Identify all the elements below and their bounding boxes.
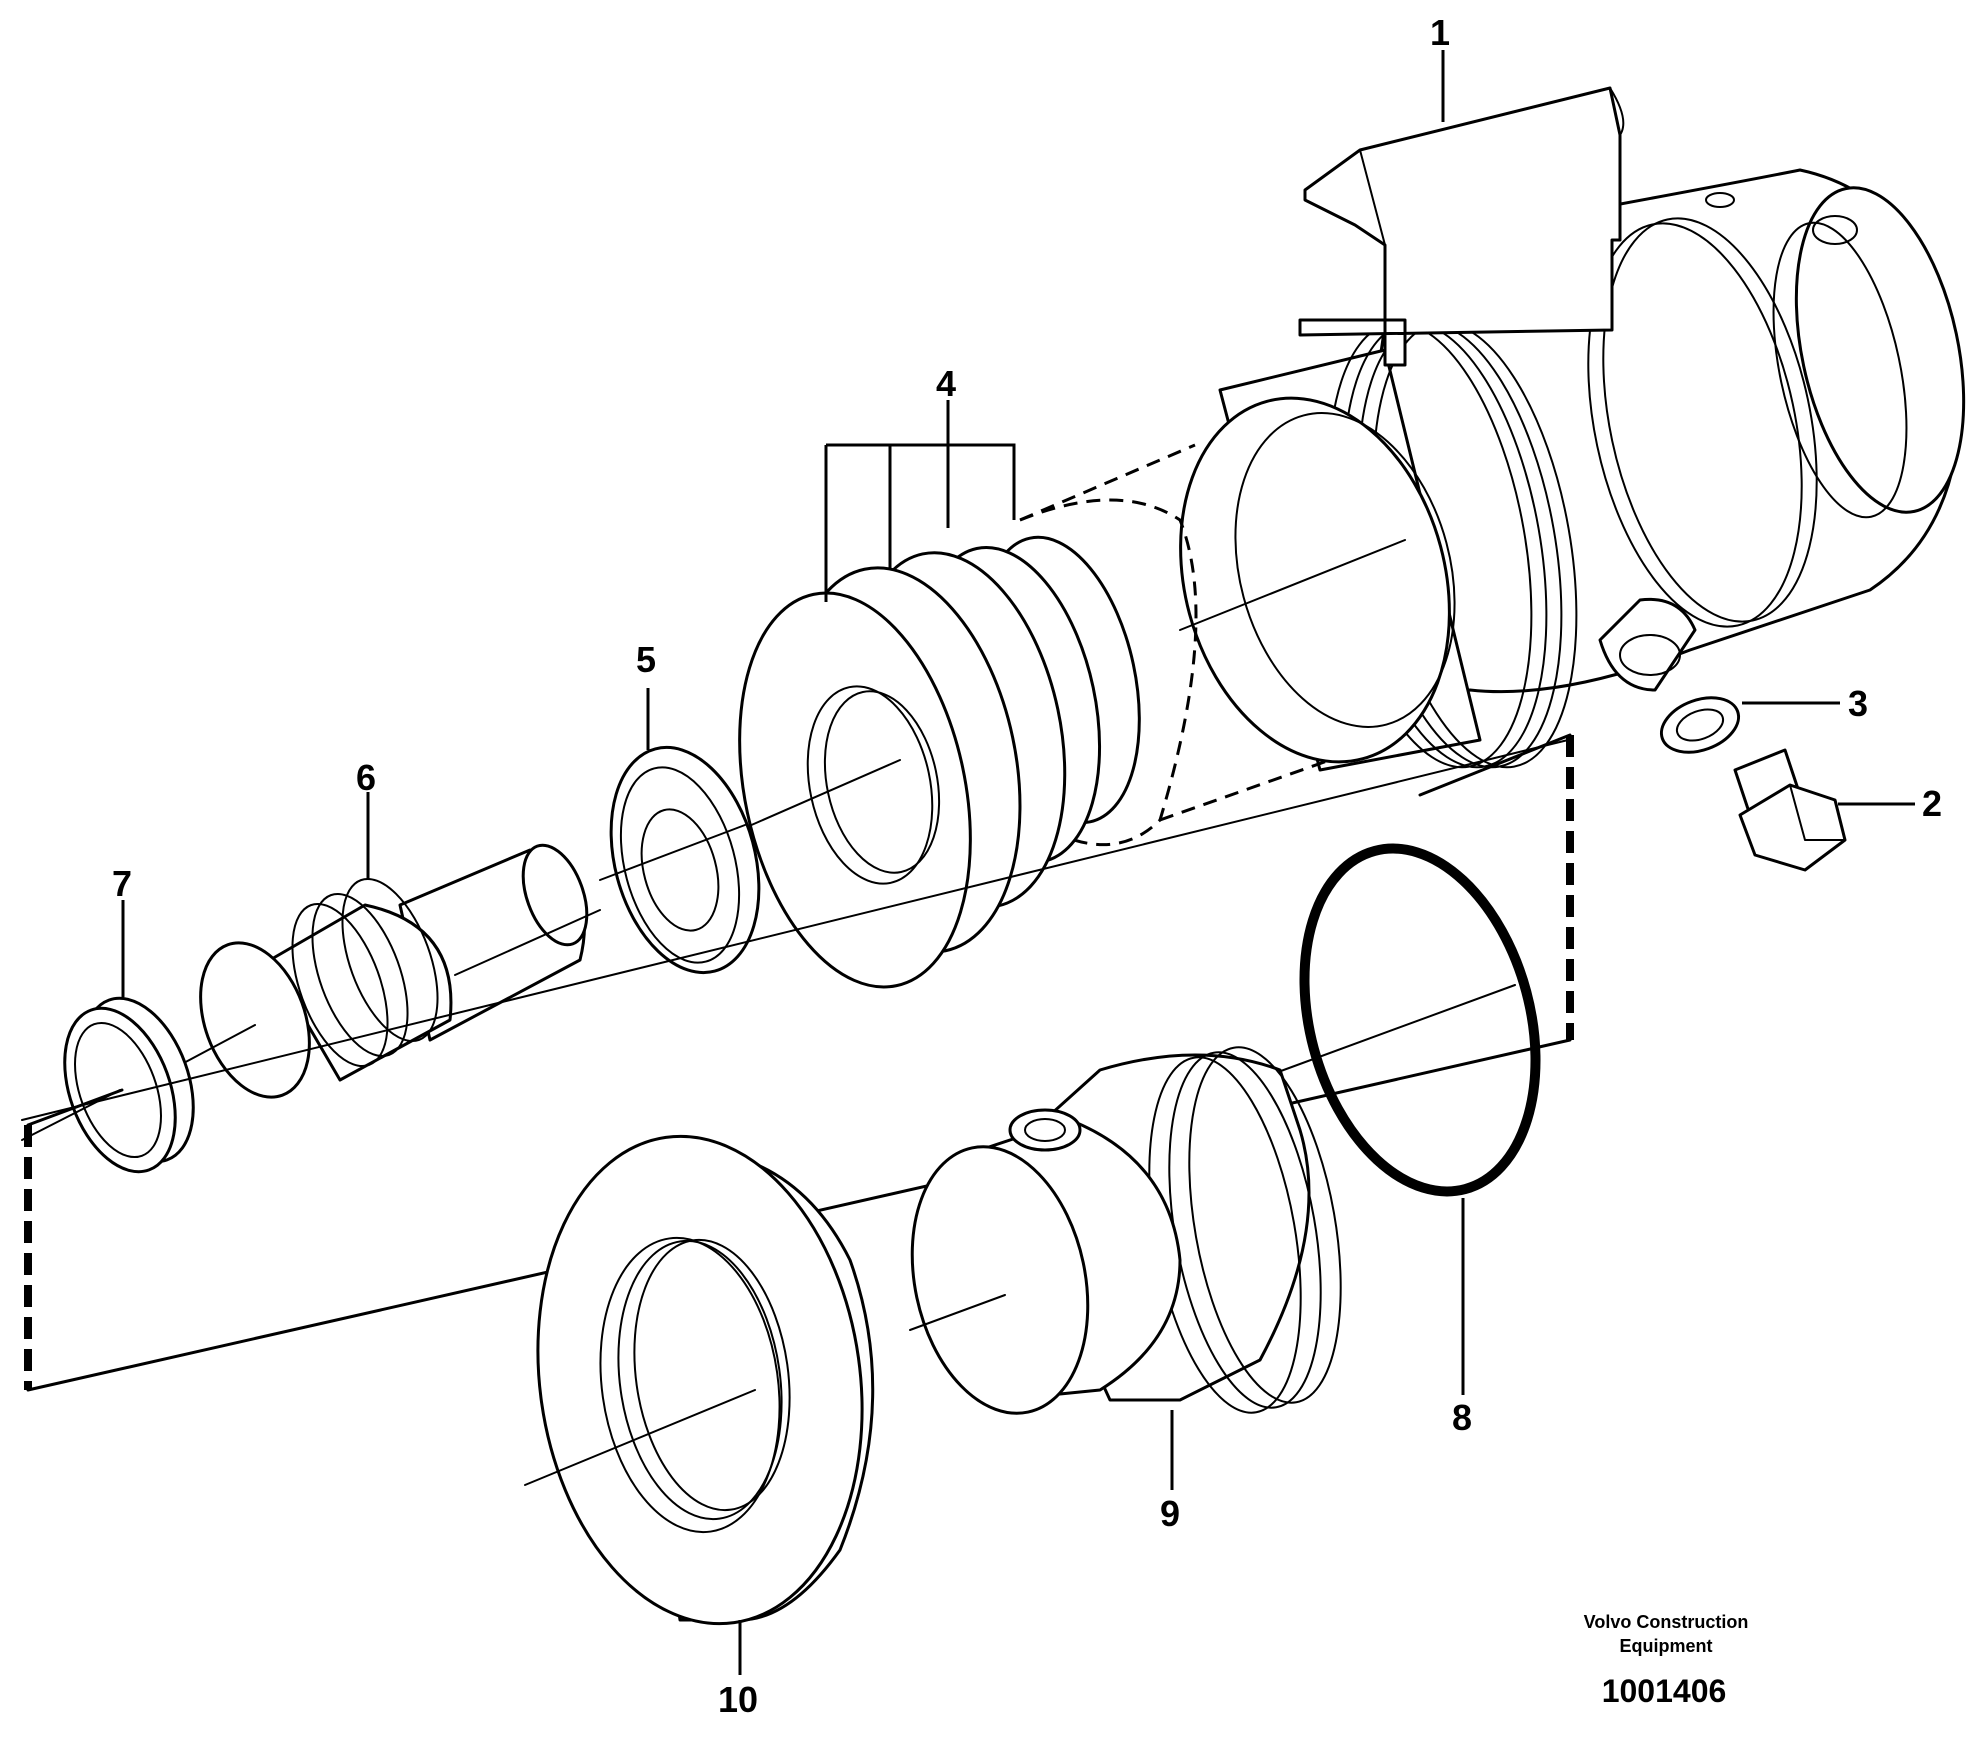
callout-6: 6 <box>356 757 376 798</box>
callout-1: 1 <box>1430 12 1450 53</box>
callout-5: 5 <box>636 639 656 680</box>
part-3-sealing-washer <box>1659 696 1741 754</box>
callout-10: 10 <box>718 1679 758 1720</box>
callout-2: 2 <box>1922 783 1942 824</box>
part-2-plug <box>1733 748 1847 872</box>
footer: Volvo Construction Equipment 1001406 <box>1584 1612 1749 1709</box>
callout-leaders <box>121 50 1915 1675</box>
callout-9: 9 <box>1160 1493 1180 1534</box>
part-1-cylinder-housing <box>1179 86 1966 772</box>
part-4-piston <box>738 443 1331 989</box>
part-number: 1001406 <box>1602 1673 1727 1709</box>
part-6-spool <box>179 843 601 1099</box>
callout-numbers: 1 2 3 4 5 6 7 8 9 10 <box>112 12 1942 1720</box>
brand-line-2: Equipment <box>1620 1636 1713 1656</box>
part-9-gland <box>909 1046 1342 1415</box>
callout-3: 3 <box>1848 683 1868 724</box>
callout-7: 7 <box>112 863 132 904</box>
brand-line-1: Volvo Construction <box>1584 1612 1749 1632</box>
part-8-o-ring <box>1269 843 1541 1197</box>
callout-8: 8 <box>1452 1397 1472 1438</box>
callout-4: 4 <box>936 363 956 404</box>
part-5-washer <box>599 745 761 975</box>
part-10-nut <box>524 1134 875 1626</box>
